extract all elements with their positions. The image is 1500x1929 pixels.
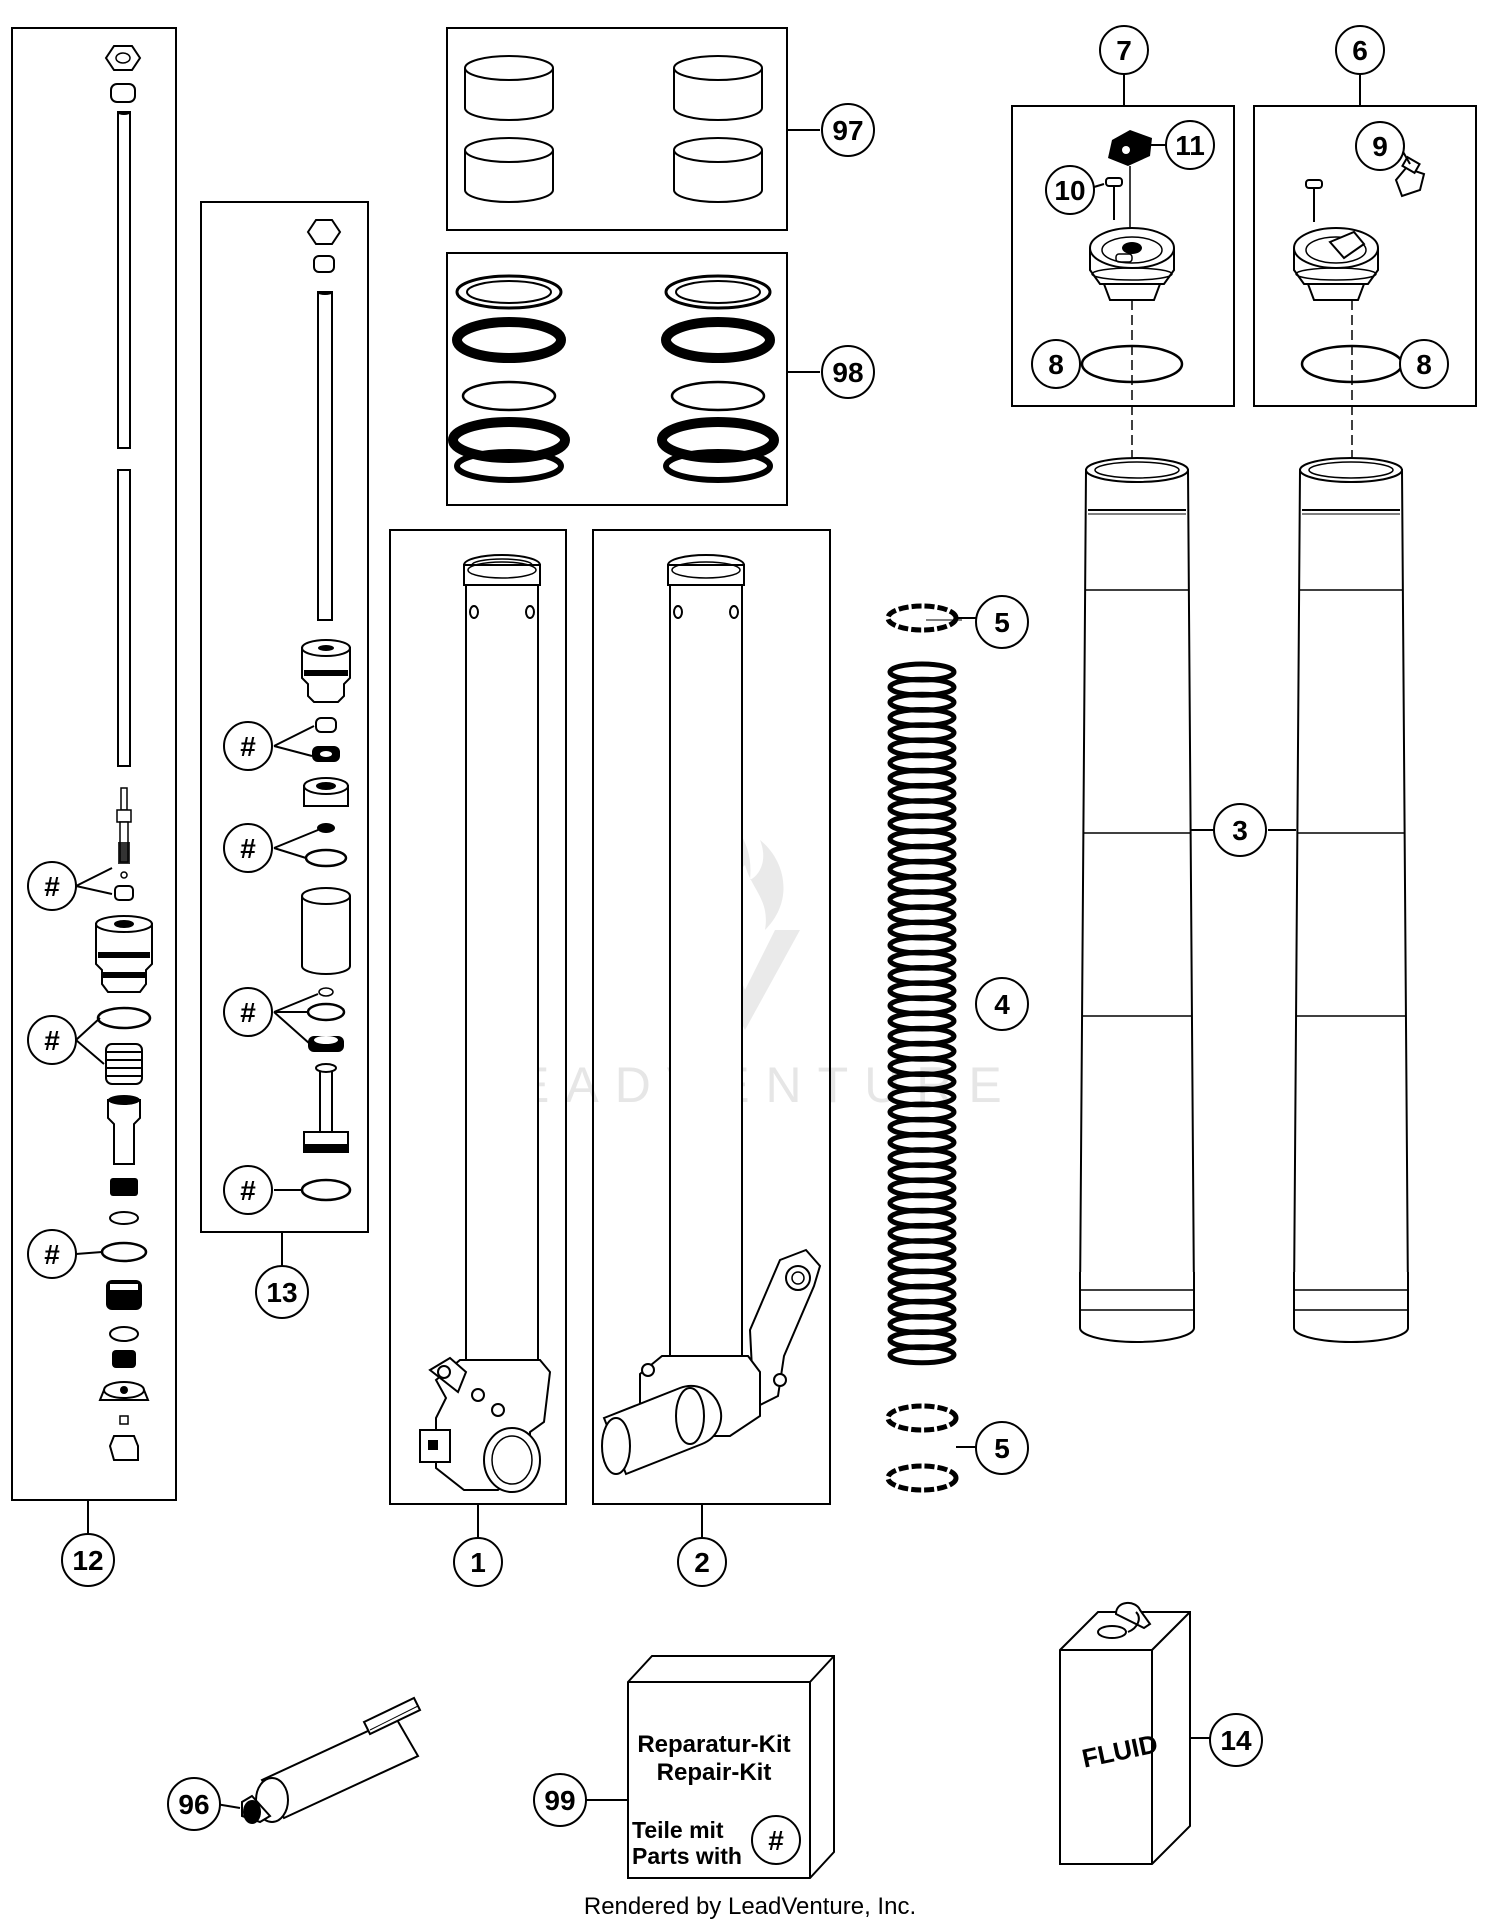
svg-text:8: 8	[1048, 349, 1064, 380]
svg-text:#: #	[240, 731, 256, 762]
callout-8-left[interactable]: 8	[1031, 339, 1081, 389]
callout-8-right[interactable]: 8	[1399, 339, 1449, 389]
fork-spring-4[interactable]	[887, 619, 962, 1366]
svg-text:#: #	[44, 1025, 60, 1056]
hash-leaders	[75, 725, 319, 1255]
svg-text:14: 14	[1220, 1725, 1252, 1756]
callout-9[interactable]: 9	[1355, 121, 1405, 171]
svg-text:8: 8	[1416, 349, 1432, 380]
callout-97[interactable]: 97	[821, 103, 875, 157]
callout-5-bottom[interactable]: 5	[975, 1421, 1029, 1475]
svg-text:7: 7	[1116, 35, 1132, 66]
spring-washer-5[interactable]	[885, 603, 976, 1493]
callout-5-top[interactable]: 5	[975, 595, 1029, 649]
svg-text:4: 4	[994, 989, 1010, 1020]
repair-kit-note-en: Parts with	[632, 1843, 742, 1869]
svg-text:97: 97	[832, 115, 863, 146]
callout-13[interactable]: 13	[255, 1265, 309, 1319]
svg-text:11: 11	[1175, 130, 1205, 161]
callout-11[interactable]: 11	[1165, 120, 1215, 170]
callout-1[interactable]: 1	[453, 1537, 503, 1587]
repair-kit-title-de: Reparatur-Kit	[637, 1731, 790, 1758]
callout-hash-6[interactable]: #	[223, 987, 273, 1037]
callouts: 1 2 3 4 5 5 6 7 8 8 9 10 11 12 13 14 96 …	[27, 25, 1449, 1831]
callout-6[interactable]: 6	[1335, 25, 1385, 75]
svg-text:12: 12	[72, 1545, 103, 1576]
svg-text:5: 5	[994, 607, 1010, 638]
callout-96[interactable]: 96	[167, 1777, 221, 1831]
svg-text:#: #	[240, 1175, 256, 1206]
svg-text:#: #	[44, 1239, 60, 1270]
grease-tube-96[interactable]	[215, 1696, 422, 1824]
callout-hash-4[interactable]: #	[223, 721, 273, 771]
footer-credit: Rendered by LeadVenture, Inc.	[584, 1893, 916, 1920]
watermark: LEADVENTURE	[472, 830, 1002, 1113]
bushing-set-97[interactable]	[446, 27, 820, 231]
callout-hash-3[interactable]: #	[27, 1229, 77, 1279]
svg-text:5: 5	[994, 1433, 1010, 1464]
seal-set-98[interactable]	[446, 252, 820, 506]
repair-kit-note-de: Teile mit	[632, 1817, 724, 1843]
callout-hash-2[interactable]: #	[27, 1015, 77, 1065]
callout-99[interactable]: 99	[533, 1773, 587, 1827]
svg-text:96: 96	[178, 1789, 209, 1820]
svg-text:99: 99	[544, 1785, 575, 1816]
svg-text:13: 13	[266, 1277, 297, 1308]
svg-text:10: 10	[1054, 175, 1085, 206]
fork-oil-can-14[interactable]: FLUID	[1059, 1602, 1210, 1865]
svg-text:#: #	[44, 871, 60, 902]
fork-cap-6[interactable]	[1253, 72, 1477, 520]
repair-kit-99[interactable]: Reparatur-Kit Repair-Kit Teile mit Parts…	[586, 1655, 835, 1879]
callout-3[interactable]: 3	[1213, 803, 1267, 857]
svg-text:9: 9	[1372, 131, 1388, 162]
svg-text:98: 98	[832, 357, 863, 388]
callout-7[interactable]: 7	[1099, 25, 1149, 75]
repair-kit-title-en: Repair-Kit	[657, 1759, 772, 1786]
outer-tube-3[interactable]	[1078, 457, 1410, 1343]
spring-coil	[887, 1344, 957, 1366]
callout-hash-5[interactable]: #	[223, 823, 273, 873]
svg-text:#: #	[240, 997, 256, 1028]
svg-text:2: 2	[694, 1547, 710, 1578]
callout-hash-7[interactable]: #	[223, 1165, 273, 1215]
callout-12[interactable]: 12	[61, 1533, 115, 1587]
svg-text:#: #	[240, 833, 256, 864]
callout-14[interactable]: 14	[1209, 1713, 1263, 1767]
svg-text:1: 1	[470, 1547, 486, 1578]
callout-2[interactable]: 2	[677, 1537, 727, 1587]
callout-10[interactable]: 10	[1045, 165, 1095, 215]
fork-leg-left-1[interactable]	[389, 529, 567, 1538]
svg-text:3: 3	[1232, 815, 1248, 846]
cartridge-assembly-12[interactable]	[11, 27, 177, 1536]
callout-4[interactable]: 4	[975, 977, 1029, 1031]
callout-hash-1[interactable]: #	[27, 861, 77, 911]
svg-text:6: 6	[1352, 35, 1368, 66]
callout-98[interactable]: 98	[821, 345, 875, 399]
fork-leg-right-2[interactable]	[592, 529, 831, 1538]
repair-kit-hash: #	[768, 1825, 784, 1856]
cartridge-assembly-13[interactable]	[200, 201, 369, 1268]
